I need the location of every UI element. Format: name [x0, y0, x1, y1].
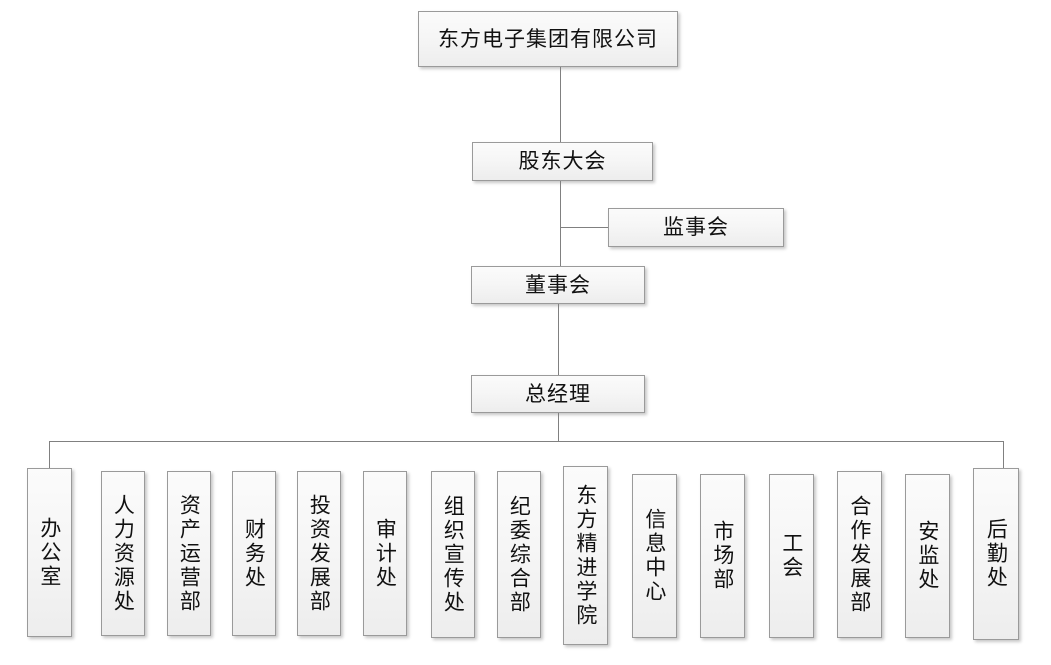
node-company[interactable]: 东方电子集团有限公司	[418, 11, 678, 67]
node-department-investment-development[interactable]: 投资发展部	[297, 471, 341, 636]
connector-shareholders-to-board	[560, 181, 561, 267]
node-department-logistics[interactable]: 后勤处	[973, 468, 1019, 640]
node-department-audit[interactable]: 审计处	[363, 471, 407, 636]
connector-board-to-general-manager	[558, 304, 559, 375]
node-board-of-directors[interactable]: 董事会	[471, 266, 645, 304]
node-department-information-center[interactable]: 信息中心	[632, 474, 677, 638]
node-general-manager[interactable]: 总经理	[471, 375, 645, 413]
node-department-discipline-committee[interactable]: 纪委综合部	[497, 471, 541, 638]
connector-bus-to-last-department	[1003, 441, 1004, 468]
connector-trunk-to-supervisors	[560, 227, 609, 228]
node-department-finance[interactable]: 财务处	[232, 471, 276, 636]
connector-department-bus	[49, 441, 1004, 442]
node-department-organization-publicity[interactable]: 组织宣传处	[431, 471, 475, 638]
node-department-asset-operations[interactable]: 资产运营部	[167, 471, 211, 636]
node-department-marketing[interactable]: 市场部	[700, 474, 745, 638]
node-board-of-supervisors[interactable]: 监事会	[608, 208, 784, 247]
connector-bus-to-first-department	[49, 441, 50, 468]
node-department-office[interactable]: 办公室	[27, 468, 72, 637]
node-department-safety-supervision[interactable]: 安监处	[905, 474, 950, 638]
node-shareholders-meeting[interactable]: 股东大会	[472, 142, 653, 181]
node-department-labor-union[interactable]: 工会	[769, 474, 814, 638]
node-department-dongfang-academy[interactable]: 东方精进学院	[563, 466, 608, 645]
connector-general-manager-to-bus	[558, 413, 559, 441]
node-department-cooperation-development[interactable]: 合作发展部	[837, 471, 882, 638]
connector-company-to-shareholders	[560, 67, 561, 142]
node-department-human-resources[interactable]: 人力资源处	[101, 471, 145, 636]
